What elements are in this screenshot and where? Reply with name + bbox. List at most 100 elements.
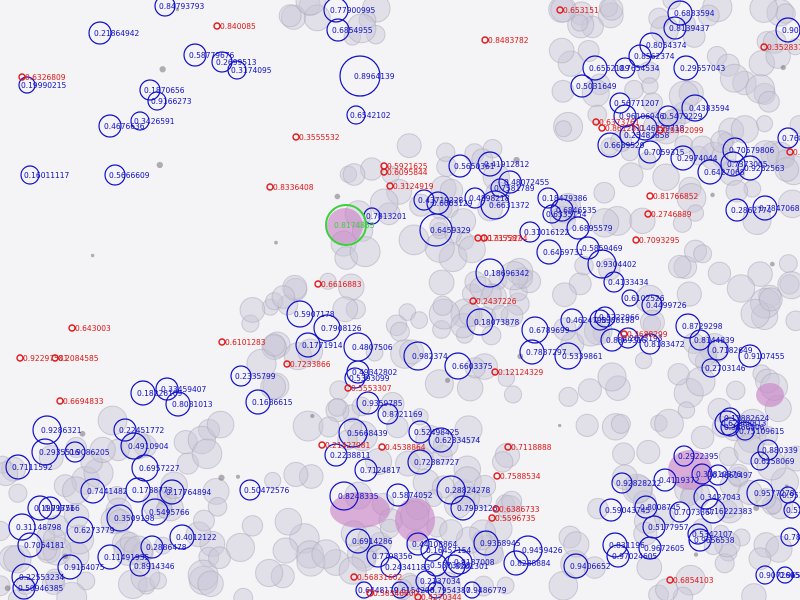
red-blood-cell: [500, 304, 524, 328]
blue-score-label: 0.72387727: [414, 458, 460, 467]
platelet: [310, 413, 315, 419]
red-marker-ring: [786, 148, 794, 156]
blue-detection: 0.5495766: [141, 498, 190, 526]
red-blood-cell: [756, 450, 787, 481]
red-blood-cell: [725, 179, 749, 203]
red-blood-cell: [265, 292, 284, 311]
blue-score-label: 0.8081013: [172, 400, 213, 409]
blue-score-label: 0.4624798: [566, 316, 607, 325]
blue-marker-ring: [366, 544, 390, 568]
red-marker-ring: [592, 118, 600, 126]
red-blood-cell: [693, 244, 713, 264]
blue-detection: 0.50472576: [239, 479, 290, 501]
red-blood-cell: [745, 74, 776, 104]
red-blood-cell: [160, 471, 188, 499]
red-blood-cell: [785, 310, 800, 332]
blue-score-label: 0.8139437: [669, 24, 710, 33]
blue-score-label: 0.5668439: [347, 429, 388, 438]
blue-detection: 0.9187008: [447, 549, 495, 575]
blue-marker-ring: [377, 403, 399, 425]
blue-score-label: 0.9656538: [694, 536, 735, 545]
red-blood-cell: [605, 375, 631, 401]
blue-score-label: 0.6562189: [589, 64, 630, 73]
platelet: [334, 193, 341, 200]
blue-detection: 0.4624798: [560, 308, 607, 332]
red-blood-cell: [567, 11, 595, 39]
blue-detection: 0.29557043: [673, 55, 726, 81]
platelet: [79, 430, 86, 437]
blue-score-label: 0.50946385: [18, 584, 64, 593]
blue-score-label: 0.9004094: [782, 26, 800, 35]
red-score-label: 0.4270344: [421, 593, 462, 600]
blue-marker-ring: [691, 463, 713, 485]
red-blood-cell: [491, 451, 514, 473]
red-detection: 0.840085: [213, 22, 256, 31]
red-blood-cell: [551, 79, 575, 103]
red-blood-cell: [89, 436, 116, 464]
blue-marker-ring: [589, 309, 611, 331]
red-blood-cell: [707, 397, 732, 422]
blue-marker-ring: [653, 468, 677, 492]
blue-marker-ring: [688, 528, 712, 552]
blue-marker-ring: [617, 327, 639, 349]
red-marker-ring: [266, 183, 274, 191]
blue-marker-ring: [609, 92, 631, 114]
red-blood-cell: [636, 554, 663, 581]
red-blood-cell: [410, 311, 429, 330]
blue-detection: 0.7993126: [450, 495, 498, 521]
platelet: [693, 552, 699, 557]
blue-detection: 0.7054181: [17, 532, 65, 558]
blue-detection: 0.5263351: [783, 501, 800, 519]
red-blood-cell: [719, 63, 749, 93]
red-score-label: 0.6616883: [321, 280, 362, 289]
blue-marker-ring: [442, 554, 466, 578]
blue-detection: 0.9107455: [738, 344, 785, 368]
blue-score-label: 0.6469731: [543, 248, 584, 257]
red-detection: 0.653151: [556, 6, 599, 15]
blue-detection: 0.97024605: [606, 544, 658, 568]
red-detection: 0.5553307: [344, 384, 392, 393]
blue-marker-ring: [757, 439, 779, 461]
blue-detection: 0.6335154: [542, 204, 587, 224]
blue-marker-ring: [129, 555, 151, 577]
red-detection: 0.92297581: [16, 354, 69, 363]
blue-detection: 0.2703146: [701, 358, 746, 378]
blue-marker-ring: [490, 178, 510, 198]
red-blood-cell: [756, 115, 774, 133]
platelet: [159, 66, 166, 73]
blue-score-label: 0.831196: [609, 541, 645, 550]
red-blood-cell: [496, 494, 523, 521]
blue-score-label: 0.33459407: [161, 385, 207, 394]
red-blood-cell: [454, 415, 483, 444]
blue-score-label: 0.1686615: [252, 398, 293, 407]
red-score-label: 0.3124919: [393, 182, 434, 191]
red-blood-cell: [501, 490, 523, 512]
red-marker-ring: [492, 505, 500, 513]
blue-marker-ring: [428, 427, 454, 453]
blue-marker-ring: [542, 204, 562, 224]
blue-score-label: 0.1788773: [132, 486, 173, 495]
red-marker-ring: [318, 441, 326, 449]
blue-marker-ring: [239, 479, 261, 501]
red-blood-cell: [749, 0, 779, 23]
red-blood-cell: [83, 458, 114, 489]
blue-score-label: 0.22451772: [119, 426, 165, 435]
red-blood-cell: [185, 521, 212, 548]
blue-score-label: 0.8054374: [646, 41, 687, 50]
blue-score-label: 0.5859469: [582, 244, 623, 253]
blue-detection: 0.3509198: [106, 504, 155, 532]
blue-detection: 0.4807506: [343, 332, 393, 362]
blue-marker-ring: [80, 478, 106, 504]
red-blood-cell: [472, 530, 493, 551]
blue-detection: 0.7954387: [427, 581, 471, 599]
blue-detection: 0.7908126: [313, 314, 362, 342]
red-blood-cell: [726, 274, 756, 303]
blue-score-label: 0.982374: [412, 352, 448, 361]
blue-score-label: 0.7654534: [619, 64, 660, 73]
blue-score-label: 0.5339861: [562, 352, 603, 361]
blue-detection: 0.7847068: [752, 195, 800, 221]
platelet: [235, 474, 241, 479]
red-blood-cell: [648, 584, 669, 600]
red-detection: 0.58346800: [366, 589, 419, 598]
red-blood-cell: [686, 204, 705, 222]
